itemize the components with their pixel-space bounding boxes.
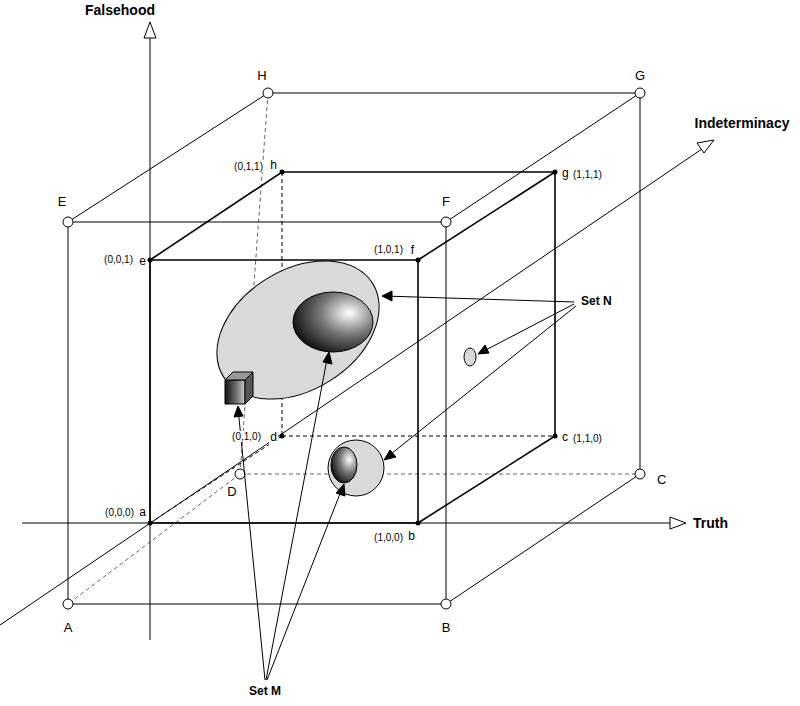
set-m-box: [245, 372, 253, 404]
vertex-letter: c: [561, 431, 569, 444]
vertex-letter: a: [138, 506, 147, 519]
hidden-edge: [240, 474, 640, 475]
leader-arrowhead: [384, 450, 396, 460]
vertex-letter: b: [407, 530, 416, 543]
coordinate-label: (0,0,0): [104, 507, 135, 518]
vertex-circle: [441, 217, 451, 227]
inner-vertices: [148, 170, 558, 526]
coordinate-label: (0,1,1): [233, 161, 264, 172]
set-m-regions: [225, 292, 373, 483]
vertex-letter: e: [138, 255, 147, 268]
outer-cube: [68, 93, 640, 604]
leader-arrowhead: [323, 352, 332, 364]
coordinate-label: (0,1,0): [231, 431, 262, 442]
leader-line: [267, 486, 343, 680]
vertex-letter: H: [256, 69, 267, 83]
vertex-circle: [63, 599, 73, 609]
vertex-letter: D: [226, 485, 237, 499]
set-n-region: [464, 348, 476, 366]
axes: [0, 22, 714, 640]
vertex-letter: f: [410, 244, 415, 257]
vertex-dot: [553, 170, 558, 175]
vertex-dot: [416, 521, 421, 526]
cube-edge: [150, 172, 555, 260]
leader-arrowhead: [336, 484, 345, 496]
cube-edge: [418, 172, 555, 523]
hidden-edges: [68, 93, 640, 604]
vertex-circle: [263, 88, 273, 98]
leader-line: [266, 354, 328, 680]
vertex-dot: [416, 258, 421, 263]
leader-line: [238, 408, 265, 680]
axis-arrowhead: [670, 517, 686, 529]
vertex-letter: G: [634, 69, 646, 83]
vertex-circle: [63, 217, 73, 227]
vertex-dot: [280, 170, 285, 175]
set-n-region: [192, 232, 405, 427]
coordinate-label: (1,0,0): [373, 532, 404, 543]
vertex-letter: A: [63, 621, 74, 635]
vertex-circle: [235, 469, 245, 479]
set-n-regions: [192, 232, 476, 496]
set-m-region: [293, 292, 373, 352]
axis-label: Indeterminacy: [694, 116, 791, 131]
leader-line: [384, 296, 574, 302]
callout-label: Set N: [580, 295, 613, 308]
set-m-region: [331, 447, 357, 483]
vertex-dot: [148, 258, 153, 263]
coordinate-label: (1,1,0): [572, 433, 603, 444]
vertex-circle: [441, 599, 451, 609]
leader-arrowhead: [478, 345, 489, 354]
set-m-box: [225, 380, 245, 404]
coordinate-label: (1,0,1): [373, 244, 404, 255]
vertex-circle: [635, 88, 645, 98]
callout-label: Set M: [248, 685, 282, 698]
axis-label: Truth: [692, 516, 729, 531]
vertex-letter: d: [269, 431, 278, 444]
axis-arrowhead: [144, 22, 156, 38]
vertex-dot: [280, 434, 285, 439]
vertex-dot: [148, 521, 153, 526]
axis-label: Falsehood: [84, 3, 156, 18]
hidden-edge: [68, 474, 240, 604]
leader-line: [386, 306, 576, 458]
leader-arrowhead: [382, 291, 392, 301]
inner-cube: [150, 172, 555, 523]
indeterminacy-axis: [0, 149, 702, 625]
vertex-circle: [635, 469, 645, 479]
cube-face: [68, 222, 446, 604]
cube-edge: [446, 93, 640, 604]
vertex-letter: g: [561, 167, 570, 180]
axis-arrowhead: [697, 140, 714, 153]
vertex-letter: E: [57, 195, 68, 209]
vertex-letter: F: [441, 195, 451, 209]
outer-vertices: [63, 88, 645, 609]
coordinate-label: (1,1,1): [572, 169, 603, 180]
coordinate-label: (0,0,1): [103, 254, 134, 265]
vertex-letter: B: [441, 621, 452, 635]
vertex-letter: h: [269, 159, 278, 172]
callout-leaders: [234, 291, 576, 680]
vertex-dot: [553, 434, 558, 439]
leader-arrowhead: [234, 406, 243, 417]
set-n-region: [328, 440, 384, 496]
vertex-letter: C: [656, 473, 667, 487]
